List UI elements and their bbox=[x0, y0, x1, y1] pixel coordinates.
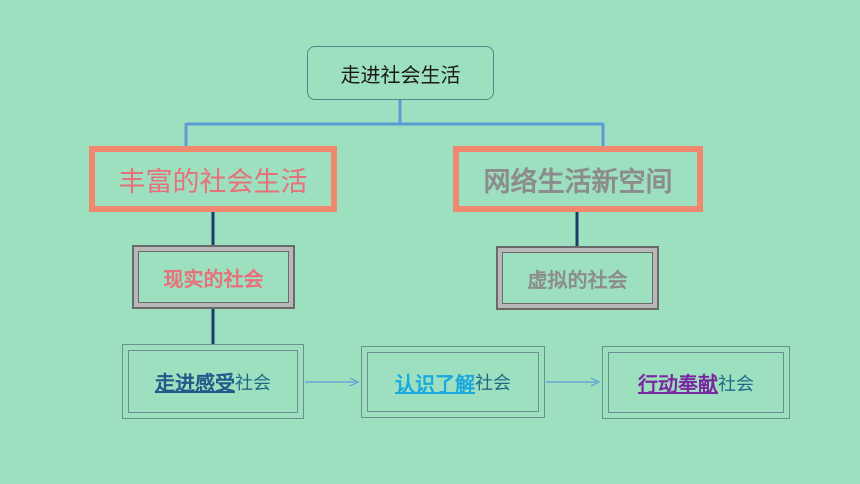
branch-node-label: 丰富的社会生活 bbox=[118, 166, 308, 198]
branch-node-online-life: 网络生活新空间 bbox=[453, 146, 703, 212]
sub-node-label: 虚拟的社会 bbox=[527, 267, 628, 292]
arrowhead-step1-step2 bbox=[349, 377, 360, 387]
sub-node-virtual-society: 虚拟的社会 bbox=[496, 246, 659, 310]
sub-node-label: 现实的社会 bbox=[163, 266, 264, 291]
step-key-text: 走进感受 bbox=[155, 371, 235, 395]
step-rest-text: 社会 bbox=[235, 372, 271, 394]
arrowhead-step2-step3 bbox=[590, 377, 601, 387]
branch-node-rich-social-life: 丰富的社会生活 bbox=[89, 146, 337, 212]
step-node-contribute: 行动奉献社会 bbox=[602, 346, 790, 419]
step-key-text: 认识了解 bbox=[395, 371, 475, 396]
root-node-label: 走进社会生活 bbox=[340, 62, 461, 87]
step-rest-text: 社会 bbox=[718, 373, 754, 395]
root-node: 走进社会生活 bbox=[307, 46, 494, 100]
sub-node-real-society: 现实的社会 bbox=[132, 245, 295, 309]
step-node-understand: 认识了解社会 bbox=[361, 346, 545, 418]
step-node-experience: 走进感受社会 bbox=[122, 344, 304, 419]
step-rest-text: 社会 bbox=[475, 373, 511, 394]
step-key-text: 行动奉献 bbox=[638, 372, 718, 396]
branch-node-label: 网络生活新空间 bbox=[483, 166, 673, 198]
